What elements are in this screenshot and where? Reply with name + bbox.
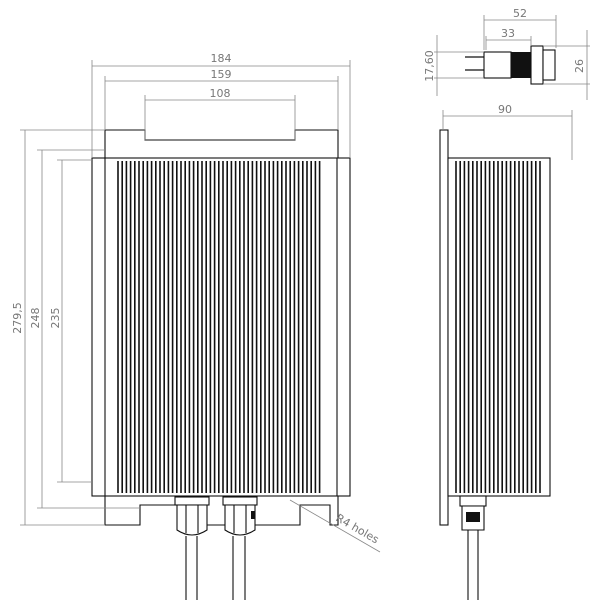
cable-gland-right (222, 496, 258, 600)
side-heatsink-fins (455, 161, 541, 493)
dim-248: 248 (29, 308, 42, 329)
dim-26: 26 (573, 59, 586, 73)
cable-gland-left (174, 496, 210, 600)
side-body (447, 157, 551, 497)
side-view: 90 (439, 103, 573, 600)
front-view (91, 129, 351, 600)
dim-279-5: 279,5 (11, 302, 24, 334)
mounting-plate (439, 129, 449, 526)
bottom-mount-flange (104, 495, 339, 526)
connector-view: 52 33 17,60 26 (423, 7, 590, 100)
dim-33: 33 (501, 27, 515, 40)
dim-184: 184 (211, 52, 232, 65)
dim-235: 235 (49, 308, 62, 329)
dim-159: 159 (211, 68, 232, 81)
dim-90: 90 (498, 103, 512, 116)
dim-52: 52 (513, 7, 527, 20)
dim-17-60: 17,60 (423, 50, 436, 82)
top-mount-flange (104, 129, 339, 159)
heatsink-fins (117, 161, 321, 493)
dim-108: 108 (210, 87, 231, 100)
